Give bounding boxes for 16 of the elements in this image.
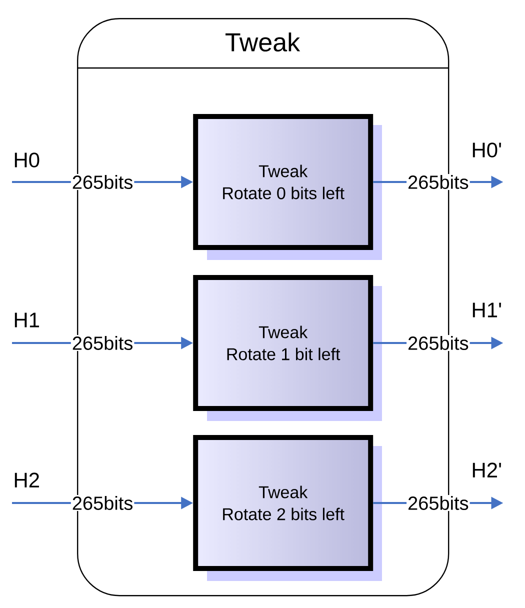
edge-label: 265bits — [72, 336, 132, 350]
signal-label: H0' — [472, 142, 501, 158]
edge-label: 265bits — [408, 336, 468, 350]
signal-label: H2' — [472, 462, 501, 478]
edge-label: 265bits — [408, 496, 468, 510]
container-title: Tweak — [226, 32, 300, 52]
process-box: Tweak Rotate 1 bit left — [193, 275, 374, 411]
signal-label: H0 — [14, 152, 40, 168]
process-box: Tweak Rotate 2 bits left — [193, 435, 374, 571]
signal-label: H1 — [14, 312, 39, 328]
edge-label: 265bits — [72, 175, 132, 189]
process-box: Tweak Rotate 0 bits left — [193, 114, 374, 250]
signal-label: H2 — [14, 472, 39, 488]
edge-label: 265bits — [72, 496, 132, 510]
edge-label: 265bits — [408, 175, 468, 189]
signal-label: H1' — [472, 302, 501, 318]
